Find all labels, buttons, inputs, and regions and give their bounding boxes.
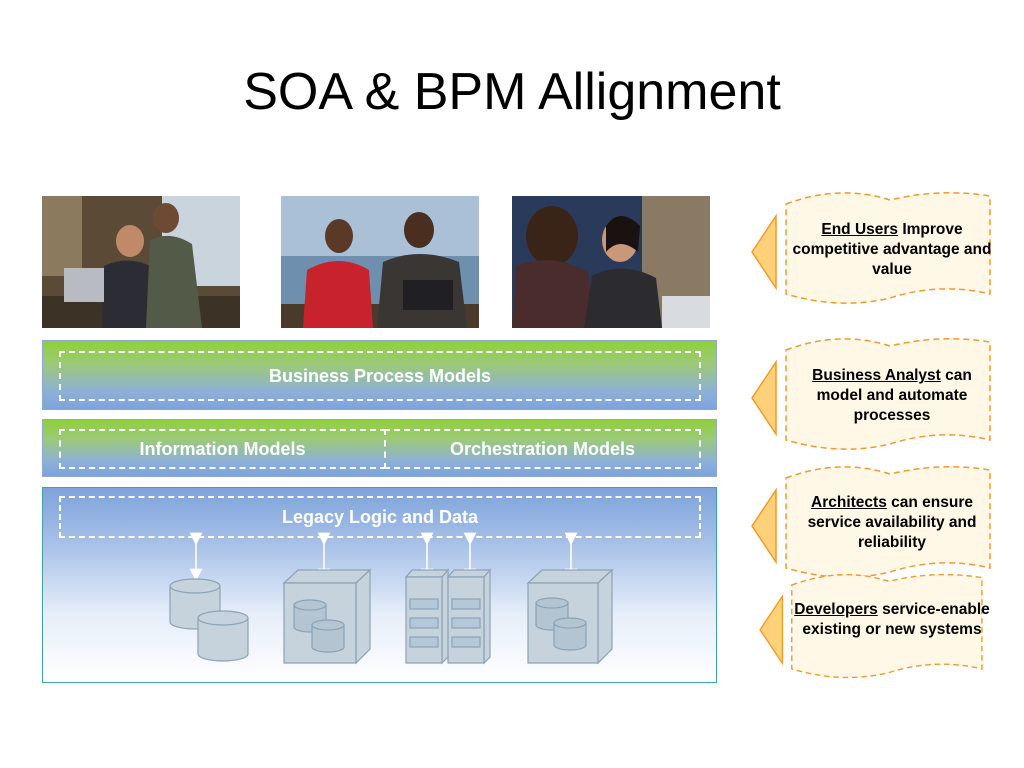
callout-business-analyst: Business Analyst can model and automate …: [750, 336, 992, 450]
left-arrow-icon: [751, 359, 777, 437]
role-label: Business Analyst: [812, 367, 941, 384]
information-orchestration-layer: Information Models Orchestration Models: [42, 419, 717, 477]
callout-end-users: End Users Improve competitive advantage …: [750, 190, 992, 304]
legacy-logic-box: Legacy Logic and Data: [59, 496, 701, 538]
left-arrow-icon: [759, 593, 784, 666]
role-label: Architects: [811, 494, 887, 511]
callout-developers-text: Developers service-enable existing or ne…: [794, 601, 990, 638]
callout-banner-icon: [751, 466, 991, 578]
server-box-icon: [282, 568, 372, 665]
orchestration-models-label: Orchestration Models: [449, 438, 636, 459]
callout-end-users-text: End Users Improve competitive advantage …: [792, 221, 992, 278]
page-title: SOA & BPM Allignment: [243, 63, 781, 121]
photo-man-and-woman-meeting: [281, 196, 479, 328]
information-models-box: Information Models: [59, 429, 386, 469]
callout-architects-text: Architects can ensure service availabili…: [807, 494, 977, 551]
callout-developers: Developers service-enable existing or ne…: [750, 572, 992, 686]
rack-server-icon: [404, 568, 492, 665]
business-process-layer: Business Process Models: [42, 340, 717, 410]
server-box-icon: [526, 568, 614, 665]
role-label: End Users: [821, 221, 899, 238]
left-arrow-icon: [751, 487, 777, 565]
photo-two-men-at-laptop: [42, 196, 240, 328]
role-label: Developers: [794, 601, 878, 618]
orchestration-models-box: Orchestration Models: [384, 429, 701, 469]
business-process-models-label: Business Process Models: [268, 365, 492, 386]
callout-business-analyst-text: Business Analyst can model and automate …: [812, 367, 972, 424]
database-icon: [169, 578, 249, 662]
information-models-label: Information Models: [139, 438, 306, 459]
business-process-models-box: Business Process Models: [59, 351, 701, 401]
legacy-systems-diagram: [169, 532, 614, 665]
callout-architects: Architects can ensure service availabili…: [750, 464, 992, 578]
left-arrow-icon: [751, 213, 777, 291]
callout-banner-icon: [751, 338, 991, 450]
photo-woman-on-phone: [512, 196, 710, 328]
legacy-logic-label: Legacy Logic and Data: [281, 506, 479, 527]
callout-banner-icon: [751, 192, 991, 304]
callout-banner-icon: [759, 573, 983, 679]
